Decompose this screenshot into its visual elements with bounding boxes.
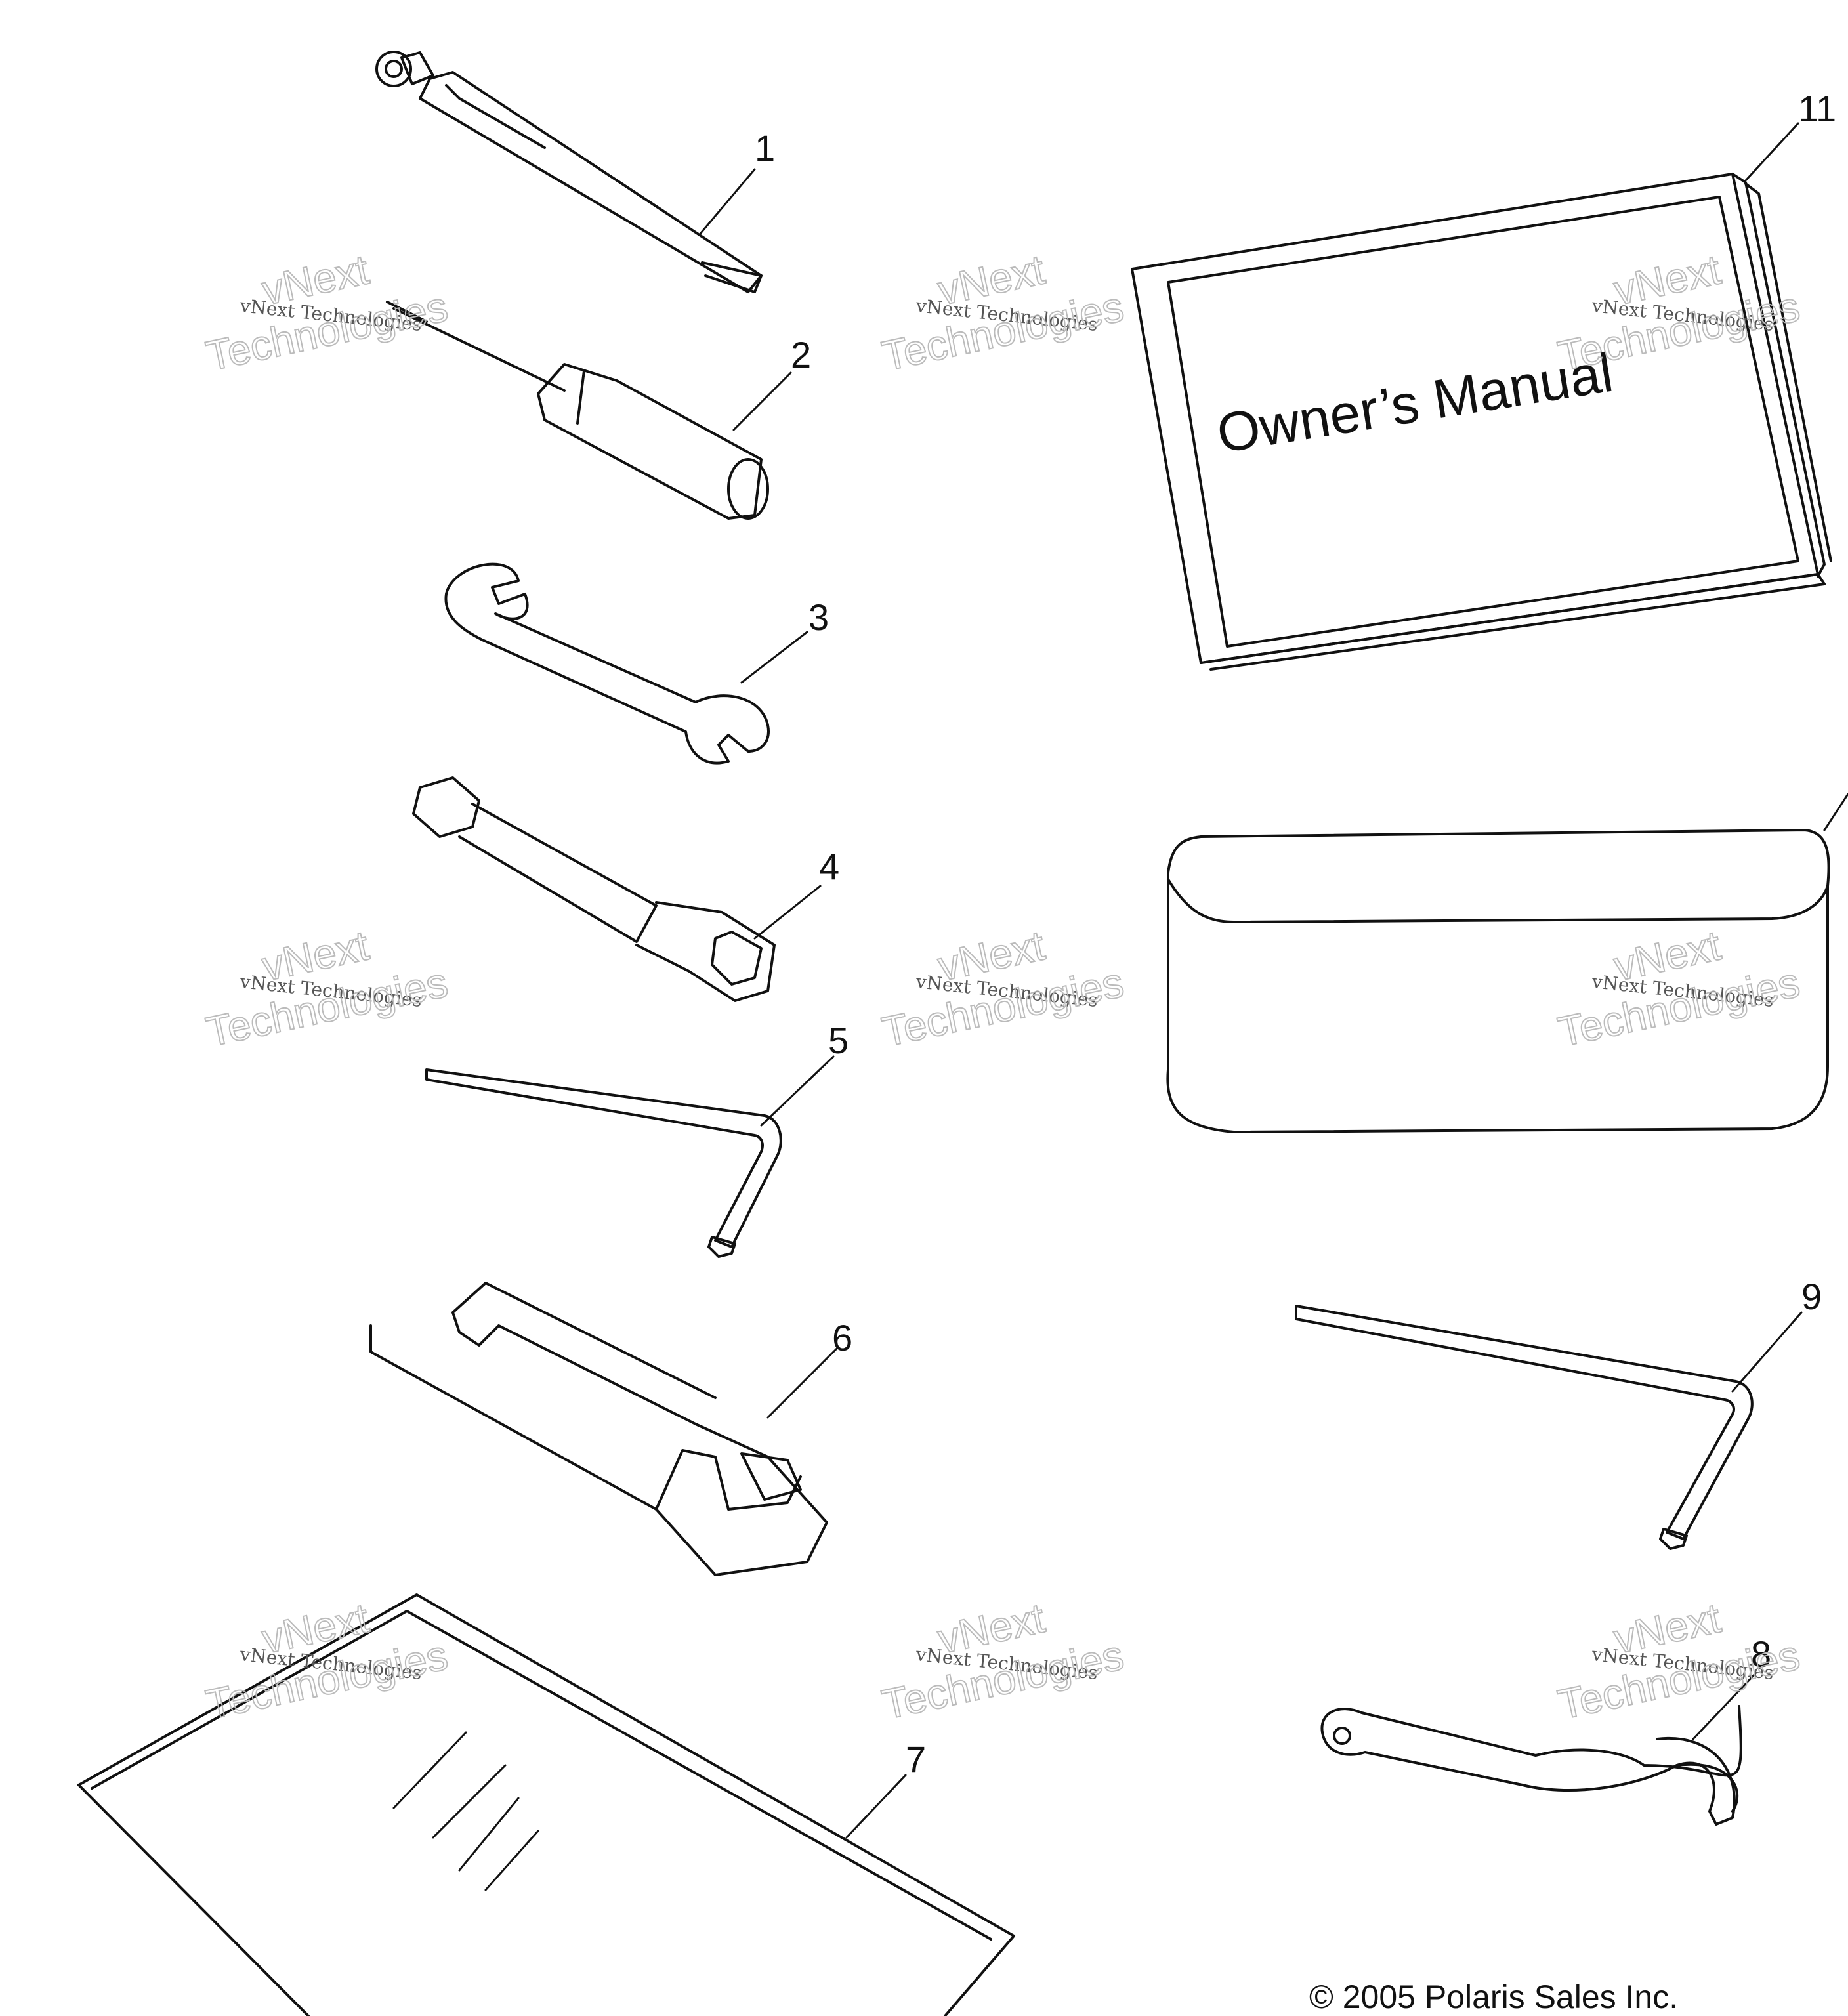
callout-3: 3 <box>808 597 829 638</box>
leader-1 <box>700 168 756 234</box>
watermark-tile: vNext Technologies vNext Technologies <box>1553 245 1804 380</box>
document-sleeve-part <box>77 1593 1015 2016</box>
leader-5 <box>760 1055 835 1127</box>
leader-11 <box>1744 122 1799 182</box>
callout-1: 1 <box>755 127 775 169</box>
watermark-tile: vNext Technologies vNext Technologies <box>877 921 1128 1056</box>
plug-tool-part <box>369 1282 828 1576</box>
watermark: vNext Technologies vNext Technologies vN… <box>201 245 1804 1729</box>
leader-4 <box>753 885 822 940</box>
leader-10 <box>1823 793 1848 831</box>
leader-2 <box>732 371 792 431</box>
watermark-tile: vNext Technologies vNext Technologies <box>877 245 1128 380</box>
long-hex-key-part <box>1295 1305 1754 1550</box>
tool-pouch-part <box>1166 829 1830 1133</box>
callout-11: 11 <box>1798 88 1836 129</box>
watermark-tile: vNext Technologies vNext Technologies <box>1553 1593 1804 1729</box>
tire-gauge-part <box>375 51 763 293</box>
hex-key-part <box>425 1068 782 1258</box>
watermark-tile: vNext Technologies vNext Technologies <box>1553 921 1804 1056</box>
callout-8: 8 <box>1751 1633 1771 1675</box>
leader-7 <box>845 1774 907 1839</box>
watermark-tile: vNext Technologies vNext Technologies <box>201 921 452 1056</box>
callout-4: 4 <box>819 846 839 887</box>
owners-manual-part: Owner’s Manual <box>1131 173 1832 671</box>
copyright-notice: © 2005 Polaris Sales Inc. <box>1309 1979 1678 2015</box>
callout-7: 7 <box>906 1738 926 1780</box>
watermark-tile: vNext Technologies vNext Technologies <box>201 245 452 380</box>
callout-2: 2 <box>791 334 811 375</box>
callout-9: 9 <box>1801 1276 1822 1317</box>
leader-8 <box>1692 1672 1757 1740</box>
leader-6 <box>766 1347 838 1419</box>
callout-5: 5 <box>828 1020 849 1061</box>
watermark-tile: vNext Technologies vNext Technologies <box>877 1593 1128 1729</box>
callout-6: 6 <box>832 1317 852 1358</box>
manual-title: Owner’s Manual <box>1213 341 1617 465</box>
open-end-wrench-part <box>444 562 770 765</box>
leader-3 <box>740 631 808 684</box>
spanner-wrench-part <box>1320 1705 1742 1826</box>
leader-9 <box>1731 1311 1803 1393</box>
socket-wrench-part <box>412 776 776 1002</box>
screwdriver-part <box>386 301 769 520</box>
